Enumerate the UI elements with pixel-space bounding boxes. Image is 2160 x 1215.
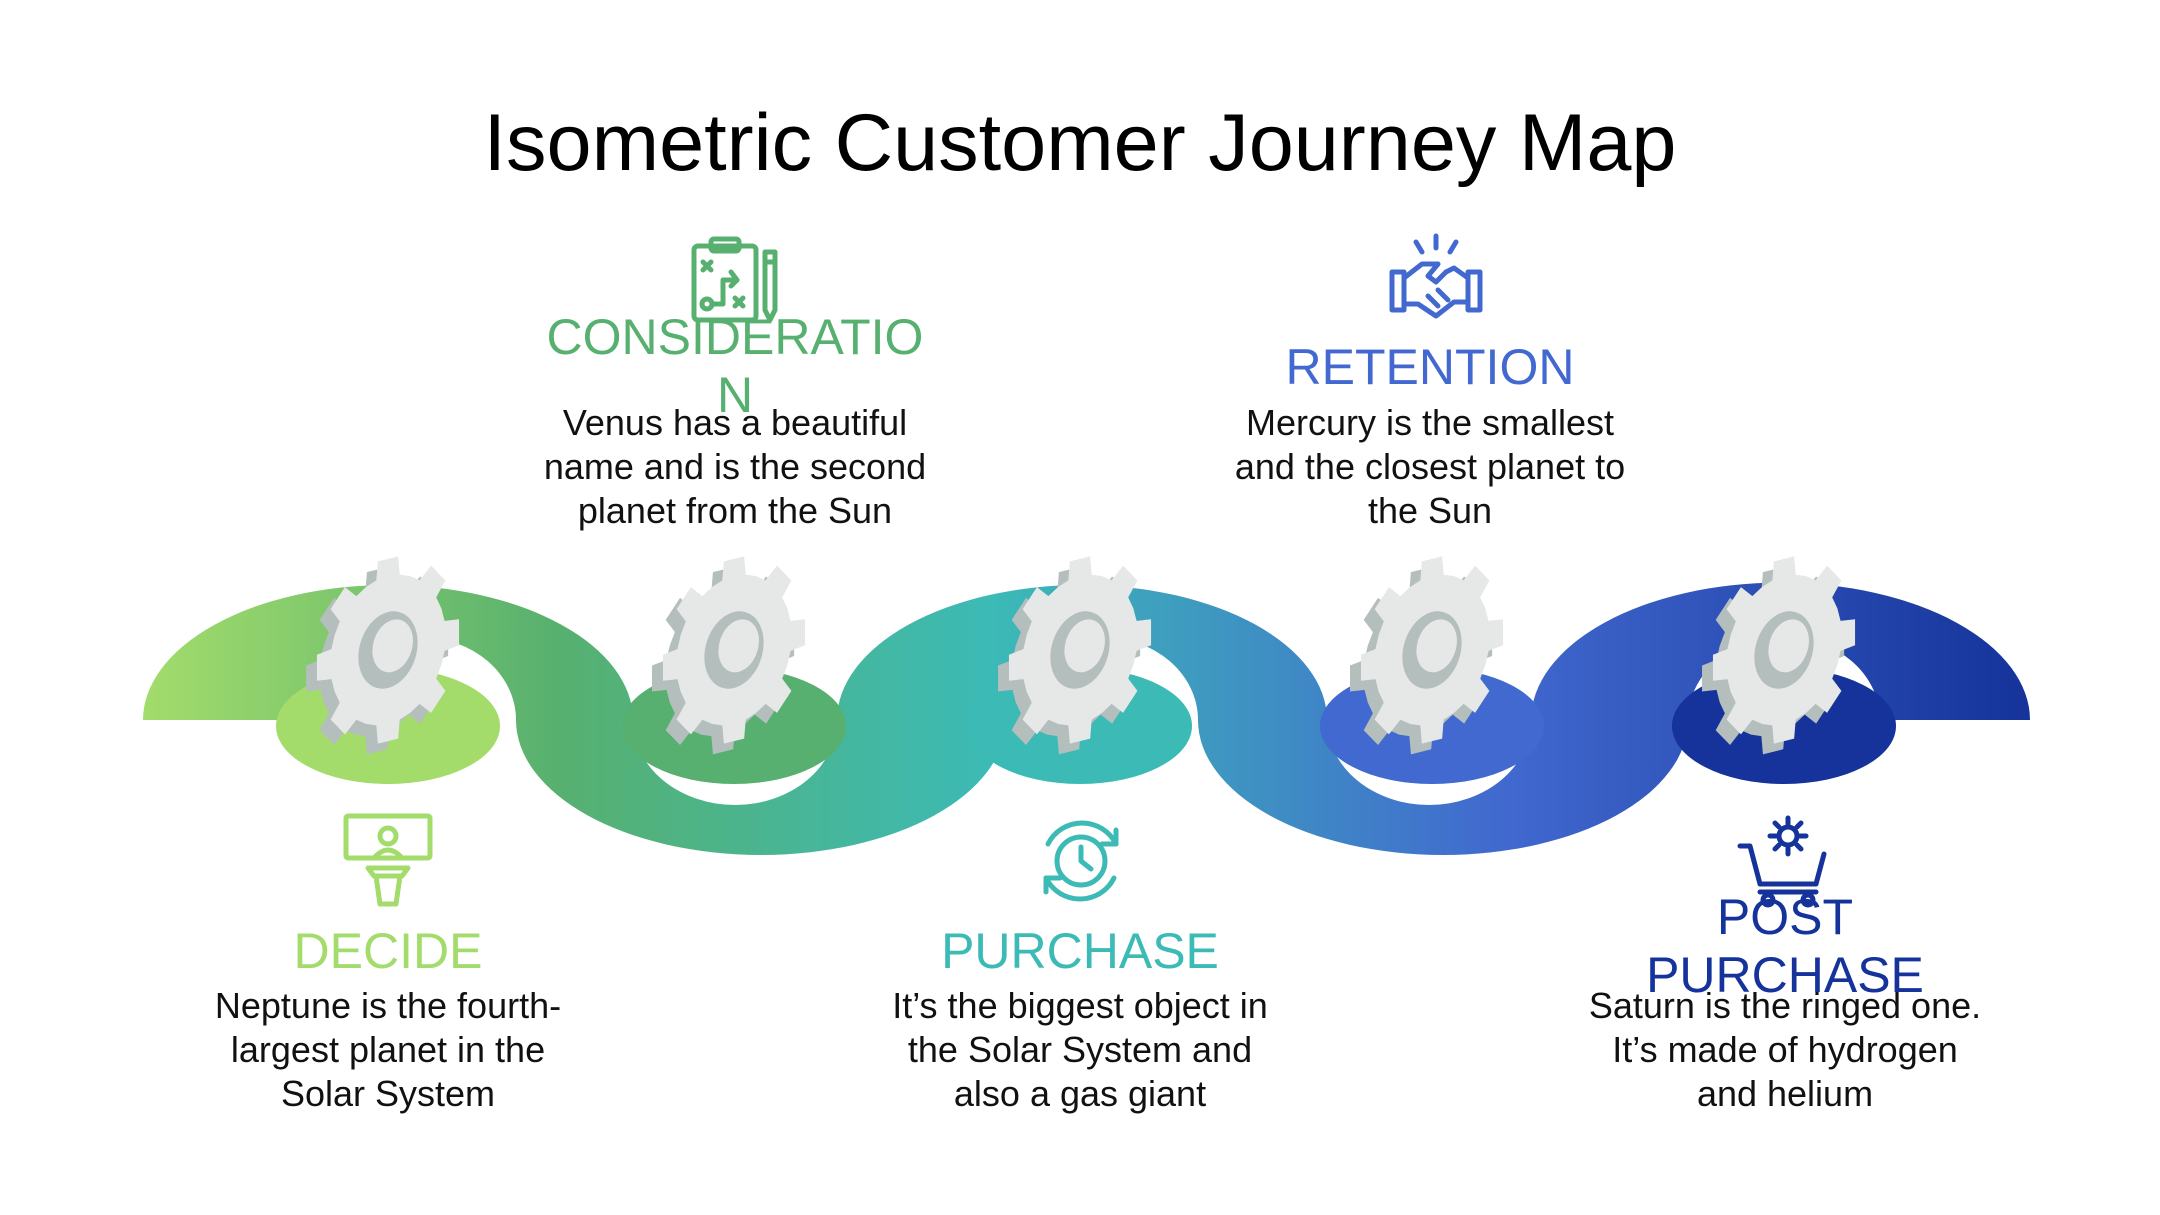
gear-icon xyxy=(1350,556,1504,755)
gear-icon xyxy=(1702,556,1856,755)
handshake-icon xyxy=(1389,233,1483,319)
presenter-podium-icon xyxy=(343,813,433,907)
gear-icon xyxy=(306,556,460,755)
stage-description-consideration: Venus has a beautiful name and is the se… xyxy=(543,402,927,531)
stage-label-decide: DECIDE xyxy=(293,923,483,979)
clock-refresh-icon xyxy=(1043,820,1119,902)
stage-label-retention: RETENTION xyxy=(1285,339,1575,395)
strategy-clipboard-icon xyxy=(691,236,778,323)
stage-description-purchase: It’s the biggest object in the Solar Sys… xyxy=(892,985,1268,1114)
cart-gear-icon xyxy=(1737,815,1827,908)
stage-label-consideration: CONSIDERATION xyxy=(546,309,924,423)
page-title: Isometric Customer Journey Map xyxy=(483,98,1677,188)
stage-description-retention: Mercury is the smallest and the closest … xyxy=(1234,402,1626,531)
stage-description-post-purchase: Saturn is the ringed one. It’s made of h… xyxy=(1588,985,1982,1114)
stage-description-decide: Neptune is the fourth-largest planet in … xyxy=(214,985,562,1114)
wave-band xyxy=(143,582,2030,855)
gear-icon xyxy=(652,556,806,755)
stage-label-purchase: PURCHASE xyxy=(941,923,1219,979)
gear-icon xyxy=(998,556,1152,755)
stage-label-post-purchase: POST PURCHASE xyxy=(1646,889,1924,1003)
